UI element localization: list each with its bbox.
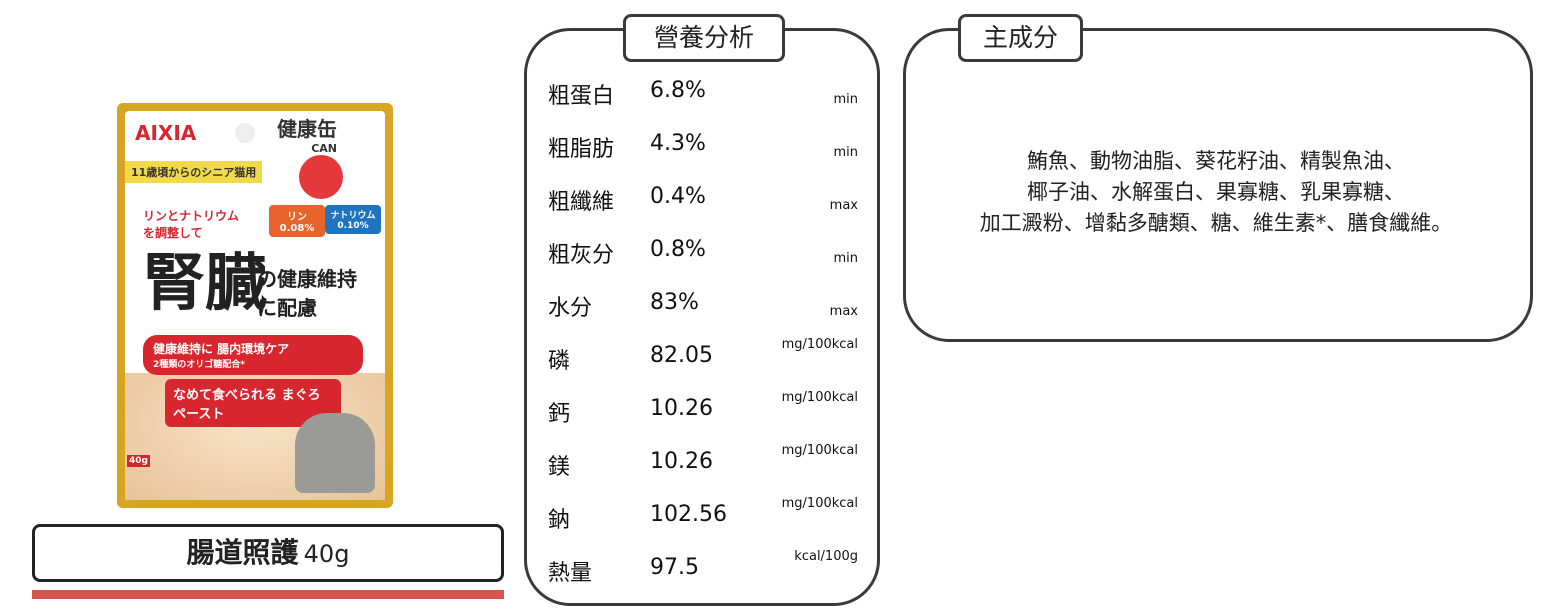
headline: 腎臓 [143, 246, 268, 319]
brand-logo: AIXIA [135, 121, 197, 145]
ingredients-panel [903, 28, 1533, 342]
nutrient-unit: mg/100kcal [781, 443, 858, 458]
nutrient-name: 鈣 [548, 402, 571, 427]
nutrient-value: 6.8% [650, 78, 706, 103]
nutrition-row: 粗脂肪 4.3% min [548, 131, 858, 162]
nutrient-value: 10.26 [650, 449, 713, 474]
phosphorus-badge: リン 0.08% [269, 205, 325, 237]
nutrient-name: 粗脂肪 [548, 137, 615, 162]
nutrition-row: 鈣 10.26 mg/100kcal [548, 390, 858, 427]
series-label: 健康缶 [277, 117, 337, 141]
nutrient-unit: min [833, 145, 858, 160]
nutrient-value: 10.26 [650, 396, 713, 421]
nutrition-row: 磷 82.05 mg/100kcal [548, 337, 858, 374]
nutrition-row: 粗蛋白 6.8% min [548, 78, 858, 109]
nutrition-row: 水分 83% max [548, 290, 858, 321]
nutrient-name: 磷 [548, 349, 571, 374]
nutrient-value: 83% [650, 290, 699, 315]
nutrient-name: 粗纖維 [548, 190, 615, 215]
product-label: 腸道照護 40g [32, 524, 504, 582]
nutrient-name: 粗蛋白 [548, 84, 615, 109]
nutrition-title: 營養分析 [623, 14, 785, 62]
nutrition-row: 鈉 102.56 mg/100kcal [548, 496, 858, 533]
nutrient-value: 0.8% [650, 237, 706, 262]
nutrient-value: 97.5 [650, 555, 699, 580]
nutrient-unit: mg/100kcal [781, 496, 858, 511]
headline-sub: の健康維持に配慮 [257, 267, 357, 320]
nutrition-row: 粗纖維 0.4% max [548, 184, 858, 215]
nutrient-unit: kcal/100g [794, 549, 858, 564]
ingredients-line: 椰子油、水解蛋白、果寡糖、乳果寡糖、 [1027, 180, 1405, 204]
nutrition-row: 粗灰分 0.8% min [548, 237, 858, 268]
nutrient-unit: min [833, 92, 858, 107]
nutrient-unit: min [833, 251, 858, 266]
nutrition-row: 熱量 97.5 kcal/100g [548, 549, 858, 586]
nutrient-value: 82.05 [650, 343, 713, 368]
nutrient-value: 4.3% [650, 131, 706, 156]
nutrient-unit: max [829, 304, 858, 319]
nutrient-name: 鈉 [548, 508, 571, 533]
ingredients-title: 主成分 [958, 14, 1083, 62]
age-badge: 11歳頃からのシニア猫用 [125, 161, 263, 183]
series-sub: CAN [311, 142, 337, 155]
cat-illustration [295, 413, 375, 493]
nutrient-name: 粗灰分 [548, 243, 615, 268]
nutrient-value: 102.56 [650, 502, 727, 527]
nutrition-row: 鎂 10.26 mg/100kcal [548, 443, 858, 480]
package-weight: 40g [127, 455, 150, 467]
accent-bar [32, 590, 504, 599]
product-name: 腸道照護 [186, 536, 299, 569]
nutrition-panel [524, 28, 880, 606]
nutrient-unit: mg/100kcal [781, 337, 858, 352]
nutrient-name: 鎂 [548, 455, 571, 480]
adjust-text: リンとナトリウムを調整して [143, 209, 240, 240]
nutrient-unit: mg/100kcal [781, 390, 858, 405]
sodium-badge: ナトリウム 0.10% [325, 205, 381, 234]
ingredients-line: 鮪魚、動物油脂、葵花籽油、精製魚油、 [1027, 149, 1405, 173]
paste-banner: なめて食べられる まぐろペースト [165, 379, 341, 427]
nutrient-name: 熱量 [548, 561, 593, 586]
ingredients-text: 鮪魚、動物油脂、葵花籽油、精製魚油、 椰子油、水解蛋白、果寡糖、乳果寡糖、 加工… [906, 146, 1526, 239]
nutrient-unit: max [829, 198, 858, 213]
nutrient-value: 0.4% [650, 184, 706, 209]
nutrient-name: 水分 [548, 296, 593, 321]
product-weight: 40g [303, 540, 350, 568]
ingredients-line: 加工澱粉、增黏多醣類、糖、維生素*、膳食纖維。 [979, 211, 1453, 235]
